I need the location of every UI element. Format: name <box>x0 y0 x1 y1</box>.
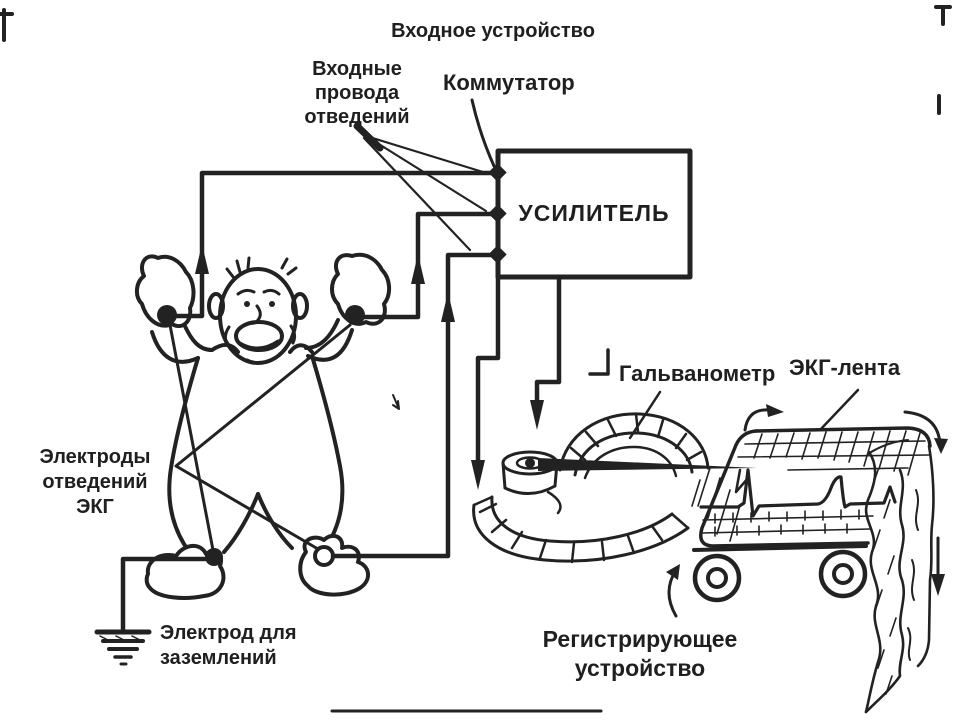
ground-wire <box>94 556 208 666</box>
up-arrow-icon <box>195 244 209 274</box>
legs-inner <box>222 492 294 554</box>
left-arm <box>150 322 214 364</box>
input-leads-callout <box>353 122 488 252</box>
paper-cascade <box>864 439 935 714</box>
paper-rollers <box>692 549 868 603</box>
left-eye <box>244 301 250 307</box>
wire-output-right <box>534 274 562 411</box>
torso-left <box>167 356 200 558</box>
down-arrow-icon <box>530 400 544 430</box>
label-galvanometer: Гальванометр <box>619 361 776 386</box>
curved-arrow-icon <box>743 408 772 432</box>
amplifier-box <box>488 148 693 280</box>
ground-symbol-icon <box>94 629 152 666</box>
label-ecg-electrodes-line1: Электроды <box>39 446 151 468</box>
ecg-tape-callout <box>818 388 860 432</box>
stray-wire-mark <box>588 348 610 376</box>
left-roller <box>692 553 742 603</box>
wire-output-left <box>475 274 501 471</box>
paper-grid <box>691 430 931 542</box>
right-roller <box>818 549 868 599</box>
lead-wire-left-hand-to-left-foot <box>168 323 215 552</box>
mouth <box>234 320 284 352</box>
label-ecg-electrodes-line2: отведений <box>42 471 148 493</box>
label-input-leads-line3: отведений <box>304 106 410 128</box>
label-recorder-line1: Регистрирующее <box>542 626 738 652</box>
input-lead-wires <box>173 170 500 559</box>
person-figure <box>135 252 391 600</box>
cascade-hatching <box>871 469 897 695</box>
right-eye <box>269 301 275 307</box>
hair-tufts <box>225 256 298 280</box>
label-recorder-line2: устройство <box>574 655 706 681</box>
pen-tip-mark <box>734 468 751 494</box>
ecg-trace <box>699 468 897 518</box>
label-input-device: Входное устройство <box>391 20 595 42</box>
paper-left-edge <box>699 429 870 548</box>
callout-arrowhead <box>353 122 384 152</box>
up-arrow-icon <box>411 254 425 284</box>
label-ecg-electrodes-line3: ЭКГ <box>76 496 114 518</box>
body-lead-wires <box>168 323 352 552</box>
left-hand-electrode <box>157 305 177 325</box>
recorder-drawing <box>666 404 948 714</box>
eyebrows <box>236 288 281 296</box>
label-ground-line2: заземлений <box>160 647 277 669</box>
magnet-segments-upper <box>569 412 703 462</box>
commutator-callout <box>470 98 496 168</box>
left-ear <box>207 292 225 320</box>
left-foot-electrode <box>205 548 223 566</box>
input-terminal-1 <box>488 163 507 182</box>
label-input-leads-line1: Входные <box>312 58 402 80</box>
label-ground-line1: Электрод для <box>160 622 297 644</box>
input-terminal-3 <box>488 245 507 264</box>
scan-artifact-marks <box>0 5 952 713</box>
paper-direction-arrows <box>666 404 948 618</box>
input-terminal-2 <box>488 204 507 223</box>
label-commutator: Коммутатор <box>443 70 575 95</box>
down-arrow-icon <box>471 460 485 490</box>
label-input-leads-line2: провода <box>314 82 400 104</box>
paper-top-edge <box>754 426 932 448</box>
person-head <box>207 256 309 365</box>
lead-wire-right-hand-to-right-foot <box>174 323 352 551</box>
label-amplifier: УСИЛИТЕЛЬ <box>518 200 670 226</box>
right-hand-electrode <box>345 305 365 325</box>
output-wires <box>471 274 610 490</box>
galvanometer-drawing <box>472 412 757 564</box>
wire-lead-3 <box>330 252 500 559</box>
left-hand <box>135 254 196 328</box>
up-arrow-icon <box>441 292 455 322</box>
electrodes <box>157 305 365 567</box>
right-foot-electrode <box>313 545 335 567</box>
magnet-segments-lower <box>478 502 664 564</box>
label-ecg-tape: ЭКГ-лента <box>789 355 901 380</box>
torso-right <box>310 354 345 554</box>
galvanometer-pen <box>538 458 757 471</box>
right-hand <box>330 252 391 326</box>
right-ear <box>291 292 309 320</box>
